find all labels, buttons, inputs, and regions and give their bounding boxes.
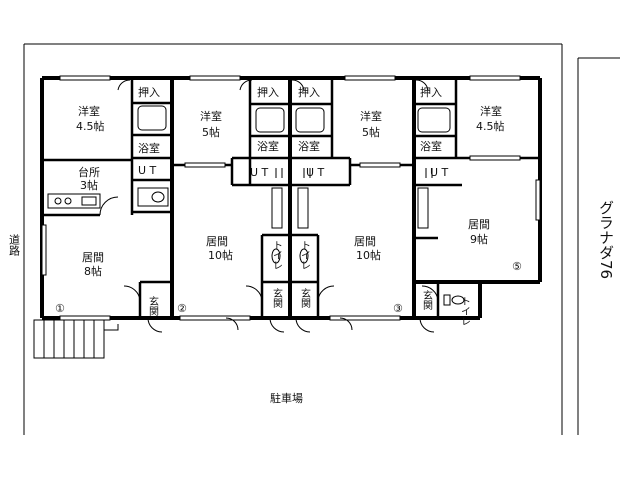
unit2-ut: U T	[250, 166, 269, 179]
unit1-closet: 押入	[138, 85, 160, 99]
unit1-living-name: 居間	[82, 251, 104, 264]
unit2-living-name: 居間	[206, 235, 228, 248]
unit5-living-name: 居間	[468, 218, 490, 231]
unit3-closet: 押入	[298, 85, 320, 99]
unit5-bath: 浴室	[420, 139, 442, 153]
party-walls	[170, 78, 416, 318]
unit3-toilet: トイレ	[299, 240, 311, 270]
room-labels: 洋室 4.5帖 押入 浴室 U T 台所 3帖 居間 8帖 ① 玄関 押入 洋室…	[55, 85, 522, 326]
unit1-number: ①	[55, 302, 65, 315]
unit3-bedroom-size: 5帖	[362, 126, 380, 139]
unit5-toilet: トイレ	[459, 296, 471, 326]
unit3-entrance: 玄関	[299, 287, 311, 309]
unit3-living-name: 居間	[354, 235, 376, 248]
unit2-closet: 押入	[257, 85, 279, 99]
unit5-bedroom-size: 4.5帖	[476, 120, 505, 133]
unit5-entrance: 玄関	[421, 289, 433, 311]
neighbor-label: グラナダ76	[597, 200, 615, 279]
unit1-living-size: 8帖	[84, 265, 102, 278]
unit3-ut: U T	[306, 166, 325, 179]
door-swings	[99, 79, 439, 333]
unit5-closet: 押入	[420, 85, 442, 99]
unit5-bedroom-name: 洋室	[480, 104, 502, 118]
staircase	[33, 319, 119, 359]
unit1-bedroom-name: 洋室	[78, 104, 100, 118]
unit2-living-size: 10帖	[208, 249, 233, 262]
unit3-number: ③	[393, 302, 403, 315]
unit5-living-size: 9帖	[470, 233, 488, 246]
unit1-kitchen-size: 3帖	[80, 179, 98, 192]
unit5-number: ⑤	[512, 260, 522, 273]
unit5-ut: U T	[430, 166, 449, 179]
unit3-bath: 浴室	[298, 139, 320, 153]
unit1-ut: U T	[138, 164, 157, 177]
unit1-entrance: 玄関	[147, 295, 159, 317]
parking-label: 駐車場	[270, 391, 303, 405]
unit2-toilet: トイレ	[271, 240, 283, 270]
unit1-kitchen-name: 台所	[78, 165, 100, 179]
site-lines	[23, 43, 620, 435]
unit3-living-size: 10帖	[356, 249, 381, 262]
unit2-bedroom-name: 洋室	[200, 109, 222, 123]
unit3-bedroom-name: 洋室	[360, 109, 382, 123]
windows	[41, 75, 541, 321]
unit2-bath: 浴室	[257, 139, 279, 153]
road-label: 道路	[8, 233, 21, 257]
unit1-bedroom-size: 4.5帖	[76, 120, 105, 133]
interior-walls	[42, 78, 540, 318]
unit2-entrance: 玄関	[271, 287, 283, 309]
unit2-number: ②	[177, 302, 187, 315]
unit1-bath: 浴室	[138, 141, 160, 155]
fixtures	[47, 105, 465, 306]
unit2-bedroom-size: 5帖	[202, 126, 220, 139]
